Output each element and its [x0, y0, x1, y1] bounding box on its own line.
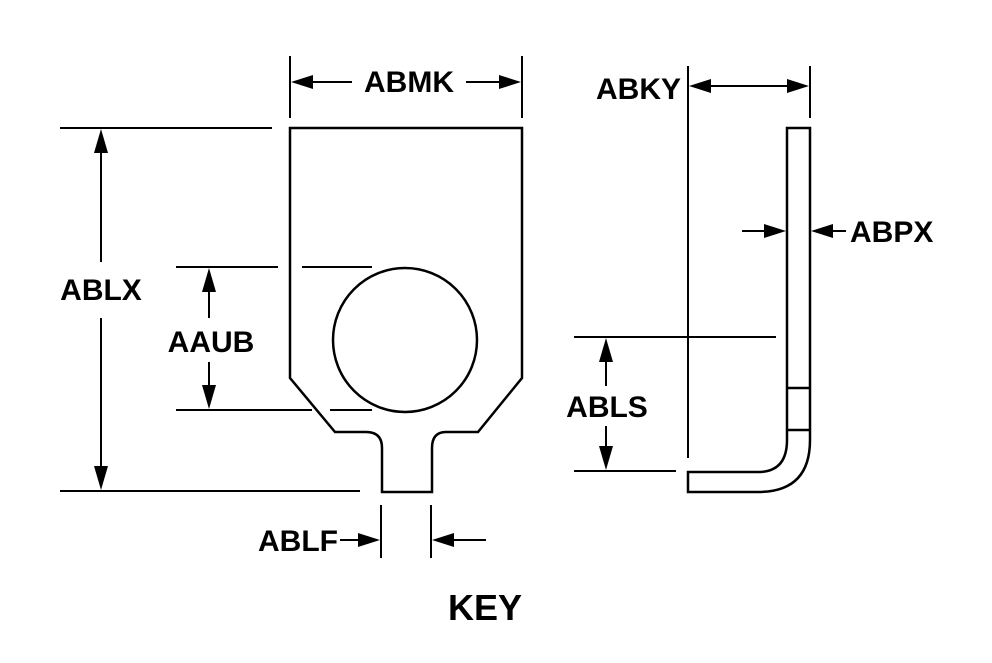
ablx-arrow-top [94, 129, 108, 153]
abpx-arrow-right [811, 224, 833, 238]
diagram-caption: KEY [448, 587, 522, 628]
key-hole [331, 266, 479, 414]
aaub-arrow-top [202, 268, 216, 292]
dimension-aaub: AAUB [168, 266, 372, 411]
abmk-arrow-right [499, 75, 521, 89]
key-front-outline [288, 126, 524, 494]
dimension-ablx: ABLX [60, 127, 360, 492]
abpx-label: ABPX [850, 216, 933, 249]
aaub-arrow-bottom [202, 385, 216, 409]
key-side-profile [686, 126, 812, 494]
dimension-abky: ABKY [596, 66, 811, 458]
abls-arrow-top [599, 338, 613, 362]
abky-label: ABKY [596, 73, 681, 106]
ablf-arrow-left [358, 533, 380, 547]
ablx-arrow-bottom [94, 466, 108, 490]
side-view [686, 126, 812, 494]
ablf-arrow-right [432, 533, 454, 547]
dimension-abpx: ABPX [742, 216, 933, 249]
dimension-abls: ABLS [566, 336, 776, 472]
dimension-abmk: ABMK [289, 56, 523, 118]
dimension-ablf: ABLF [258, 505, 486, 558]
front-view [288, 126, 524, 494]
abky-arrow-right [787, 79, 809, 93]
ablf-label: ABLF [258, 525, 338, 558]
abmk-label: ABMK [364, 66, 454, 99]
abls-label: ABLS [566, 391, 648, 424]
abpx-arrow-left [764, 224, 786, 238]
abmk-arrow-left [291, 75, 313, 89]
aaub-label: AAUB [168, 326, 255, 359]
abky-arrow-left [689, 79, 711, 93]
abls-arrow-bottom [599, 446, 613, 470]
ablx-label: ABLX [60, 274, 142, 307]
